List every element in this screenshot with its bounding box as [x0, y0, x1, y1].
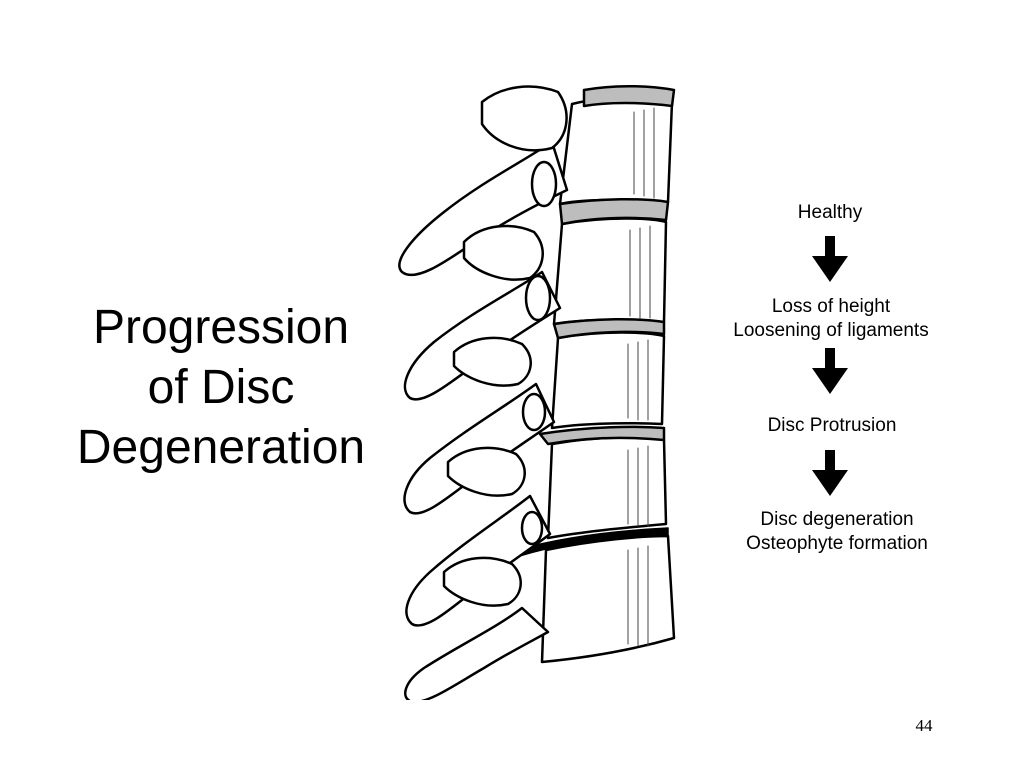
vertebral-body-2 [552, 217, 668, 326]
arrow-down-icon [812, 450, 848, 496]
stage-label-loss-of-height: Loss of height Loosening of ligaments [700, 295, 962, 343]
hatching-body-2 [629, 225, 651, 319]
stage-label-line: Loss of height [771, 296, 891, 317]
spinous-process-5 [404, 606, 550, 700]
stage-label-line: Healthy [797, 202, 863, 223]
slide-title: Progression of Disc Degeneration [40, 298, 402, 478]
facet-joint-4 [446, 446, 526, 497]
slide-title-line-1: Progression [92, 301, 350, 354]
disc-degenerated-osteophyte [501, 527, 669, 561]
facet-joint-1 [480, 85, 568, 152]
stage-label-line: Disc Protrusion [767, 415, 897, 436]
stage-label-line: Loosening of ligaments [733, 320, 929, 341]
spinous-process-1 [398, 140, 569, 277]
vertebral-body-3 [550, 331, 666, 430]
neural-foramen-1 [530, 160, 558, 208]
hatching-body-1 [633, 107, 655, 199]
stage-label-healthy: Healthy [740, 201, 920, 225]
hatching-body-5 [627, 545, 649, 647]
disc-healthy [582, 85, 676, 108]
facet-joint-5 [442, 556, 522, 607]
facet-joint-2 [462, 224, 544, 281]
page-number: 44 [915, 716, 933, 735]
neural-foramen-2 [524, 274, 552, 322]
stage-label-disc-protrusion: Disc Protrusion [722, 414, 942, 438]
disc-degenerated [538, 425, 666, 446]
intervertebral-discs [501, 85, 676, 561]
facet-joint-3 [452, 336, 532, 387]
neural-foramen-3 [521, 392, 547, 432]
neural-foramen-4 [520, 510, 544, 546]
hatching [627, 107, 655, 647]
posterior-elements [398, 85, 569, 700]
slide-title-line-3: Degeneration [76, 421, 366, 474]
hatching-body-3 [627, 339, 649, 421]
disc-protruding [552, 317, 666, 340]
spinous-process-2 [403, 270, 562, 401]
arrow-down-icon [812, 348, 848, 394]
stage-label-line: Disc degeneration [760, 509, 914, 530]
lumbar-spine-icon [398, 85, 676, 700]
vertebral-body-5 [540, 534, 676, 664]
vertebral-body-1 [558, 95, 674, 206]
stage-label-disc-degeneration: Disc degeneration Osteophyte formation [712, 508, 962, 556]
hatching-body-4 [627, 445, 649, 527]
stage-label-line: Osteophyte formation [746, 533, 928, 554]
arrow-down-icon [812, 236, 848, 282]
disc-reduced-height [558, 197, 670, 226]
slide-title-line-2: of Disc [147, 361, 295, 414]
